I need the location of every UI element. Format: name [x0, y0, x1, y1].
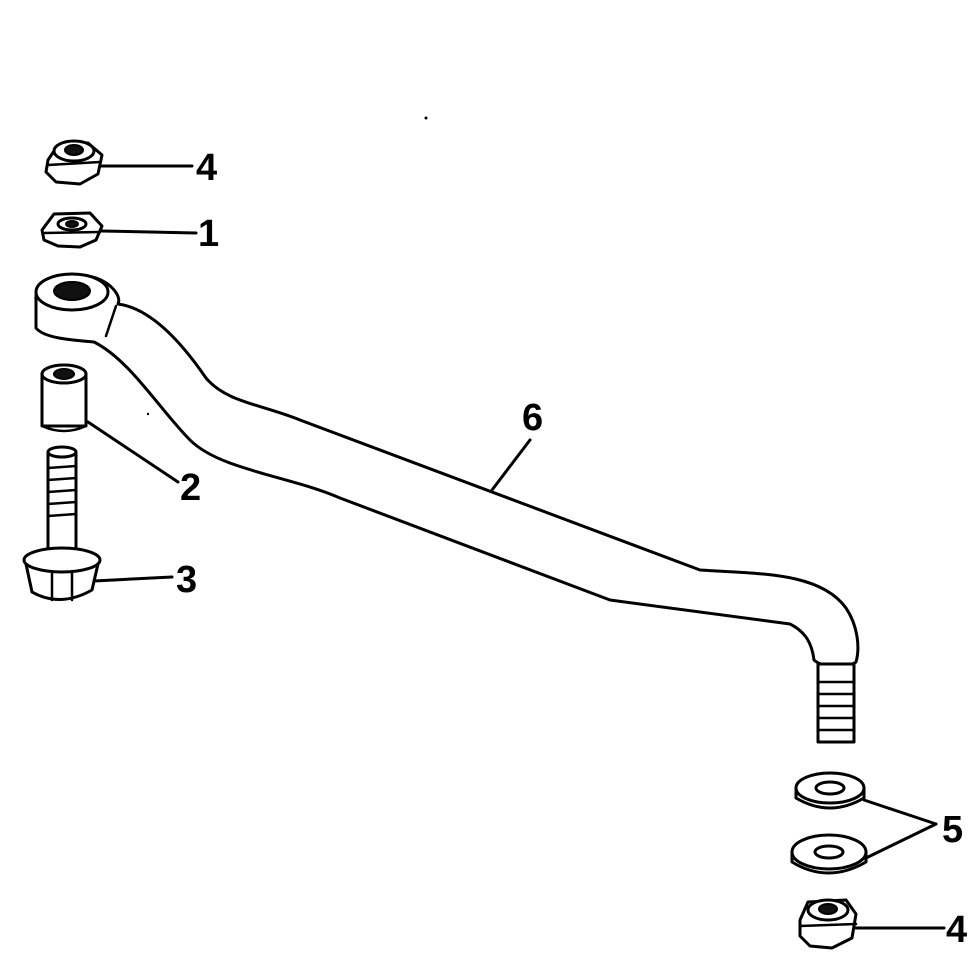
callout-washers: 5 — [942, 809, 963, 851]
leader-bolt — [92, 575, 174, 583]
leader-spacer — [86, 420, 180, 484]
leader-washer-lower — [864, 822, 938, 860]
flat-washer-upper — [794, 771, 866, 810]
callout-nut-plain: 1 — [198, 213, 219, 255]
callout-bolt: 3 — [176, 559, 197, 601]
callout-nut-top: 4 — [196, 147, 217, 189]
hex-nut — [40, 211, 104, 249]
spacer-sleeve — [40, 363, 88, 433]
speck — [424, 116, 428, 120]
lock-nut-top — [44, 139, 104, 186]
lock-nut-bottom — [798, 898, 858, 950]
leader-washer-upper — [862, 798, 938, 826]
tie-rod — [34, 272, 860, 744]
flange-bolt — [22, 445, 102, 602]
flat-washer-lower — [790, 833, 868, 875]
callout-spacer: 2 — [180, 467, 201, 509]
leader-nut-plain — [100, 229, 198, 235]
callout-tie-rod: 6 — [522, 397, 543, 439]
leader-tie-rod — [490, 438, 532, 492]
callout-nut-bottom: 4 — [946, 909, 967, 951]
speck — [146, 412, 150, 416]
